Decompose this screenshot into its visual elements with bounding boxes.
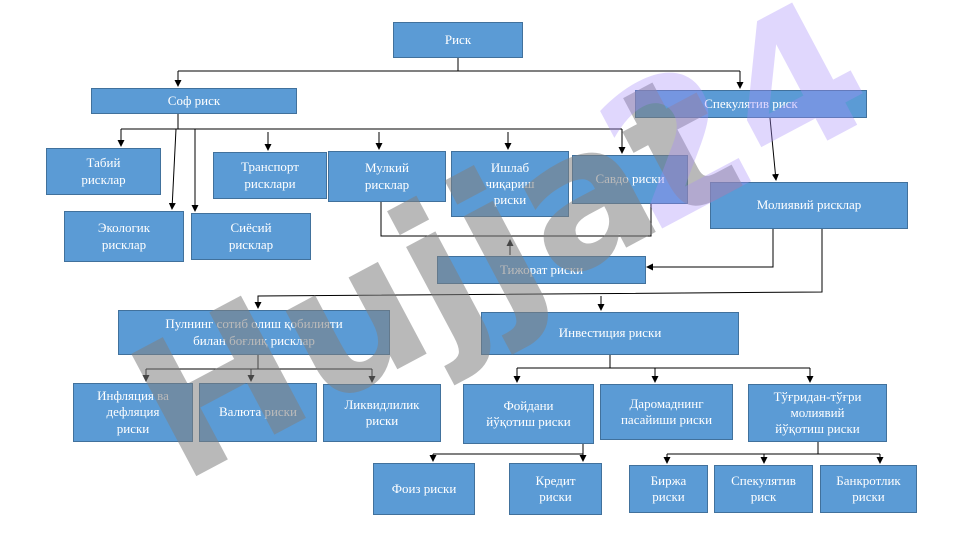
node-ekologik: Экологик рисклар	[64, 211, 184, 262]
node-spekulyativ-risk: Спекулятив риск	[635, 90, 867, 118]
node-mulkiy: Мулкий рисклар	[328, 151, 446, 202]
node-moliyaviy: Молиявий рисклар	[710, 182, 908, 229]
node-birja: Биржа риски	[629, 465, 708, 513]
node-savdo: Савдо риски	[572, 155, 688, 204]
arrow-to-moliyaviy	[769, 117, 779, 181]
arrow-to-ekologik	[168, 128, 177, 210]
connector-moliyaviy-tijorat	[654, 229, 774, 268]
node-daromad: Даромаднинг пасайиши риски	[600, 384, 733, 440]
connector-togridan-split	[667, 442, 880, 455]
node-likvidlilik: Ликвидлилик риски	[323, 384, 441, 442]
node-togridan: Тўғридан-тўғри молиявий йўқотиш риски	[748, 384, 887, 442]
node-pulning: Пулнинг сотиб олиш қобилияти билан боғли…	[118, 310, 390, 355]
node-sof-risk: Соф риск	[91, 88, 297, 114]
node-risk: Риск	[393, 22, 523, 58]
connector-investitsiya-split	[517, 355, 810, 369]
node-transport: Транспорт рисклари	[213, 152, 327, 199]
connector-sof-split	[121, 114, 622, 130]
node-valyuta: Валюта риски	[199, 383, 317, 442]
node-bankrotlik: Банкротлик риски	[820, 465, 917, 513]
node-inflyatsiya: Инфляция ва дефляция риски	[73, 383, 193, 442]
node-tabiy: Табий рисклар	[46, 148, 161, 195]
node-foydani: Фойдани йўқотиш риски	[463, 384, 594, 444]
node-foiz: Фоиз риски	[373, 463, 475, 515]
connector-pulning-split	[146, 355, 372, 370]
node-spekulyativ2: Спекулятив риск	[714, 465, 813, 513]
connector-risk-split	[178, 58, 740, 72]
node-tijorat: Тижорат риски	[437, 256, 646, 284]
connector-tijorat-bracket	[380, 202, 652, 237]
node-siyosiy: Сиёсий рисклар	[191, 213, 311, 260]
node-ishlab: Ишлаб чиқариш риски	[451, 151, 569, 217]
node-investitsiya: Инвестиция риски	[481, 312, 739, 355]
node-kredit: Кредит риски	[509, 463, 602, 515]
